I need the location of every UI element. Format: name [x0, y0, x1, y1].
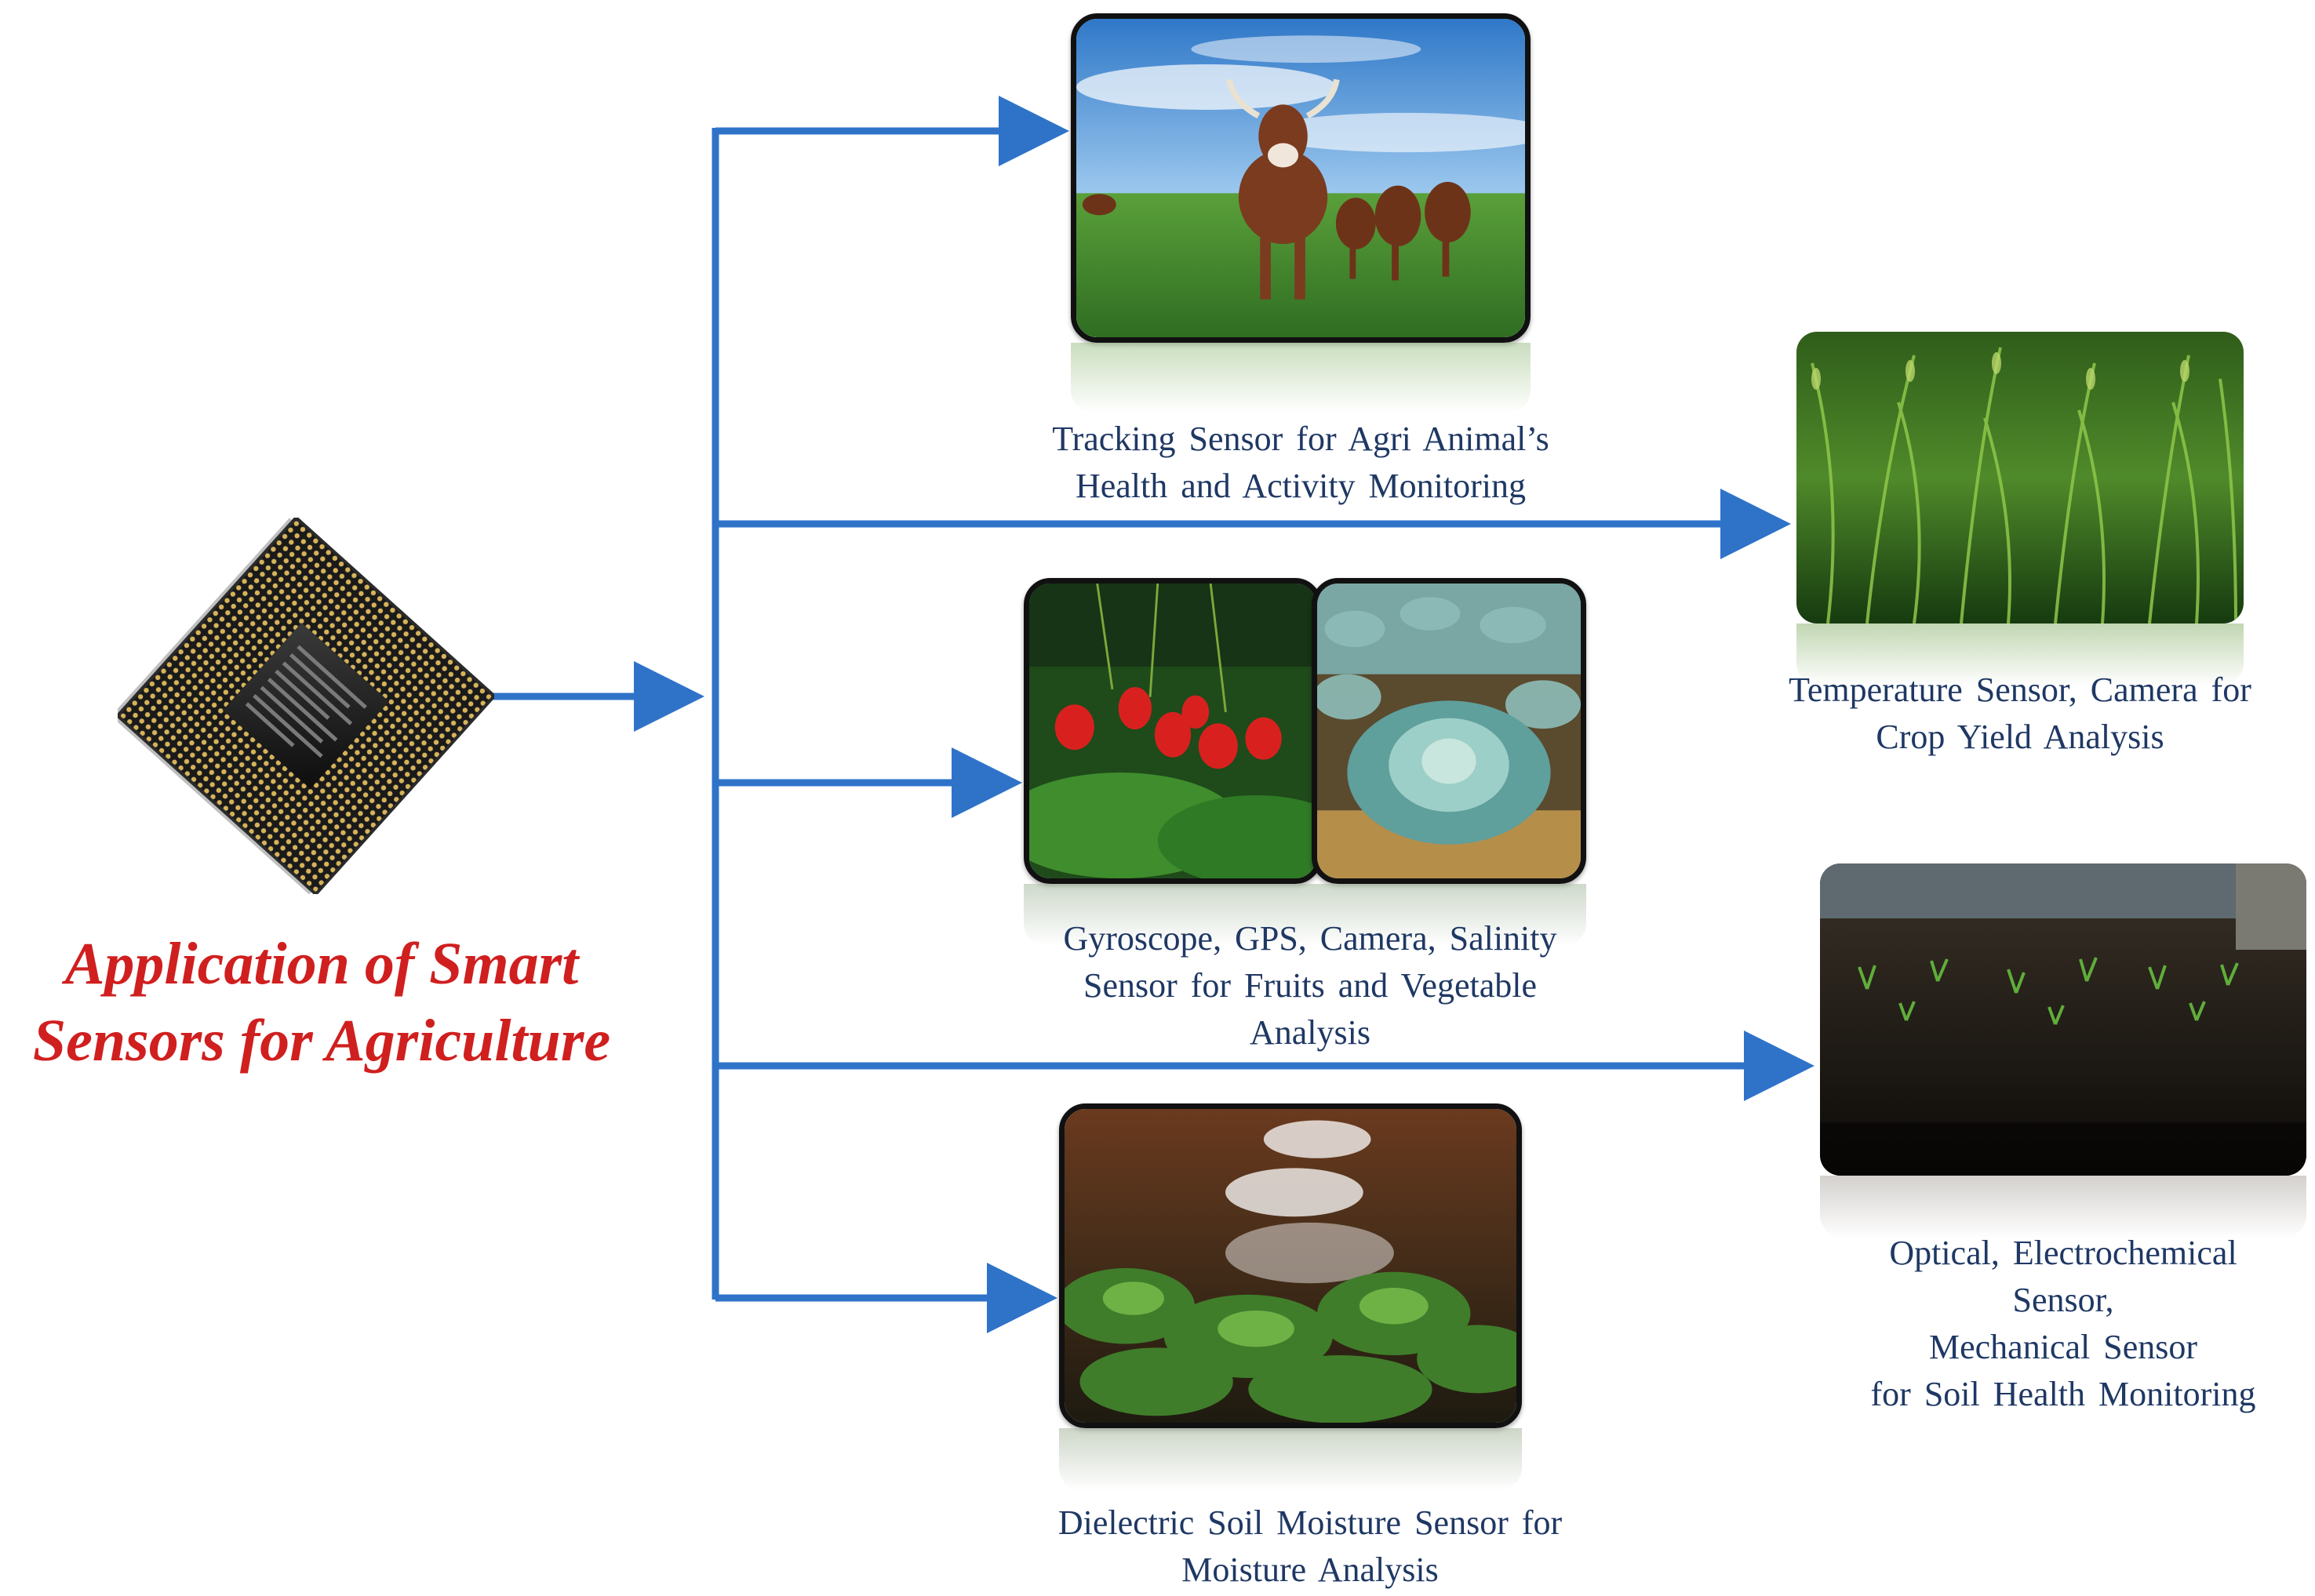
cabbage-icon	[1312, 578, 1586, 884]
caption-soil: Optical, Electrochemical Sensor, Mechani…	[1820, 1230, 2306, 1418]
caption-line: Tracking Sensor for Agri Animal’s	[1052, 420, 1549, 458]
caption-line: Analysis	[1250, 1013, 1370, 1052]
microchip-icon	[118, 518, 494, 894]
strawberry-icon	[1024, 578, 1322, 884]
seedling-soil-icon	[1820, 863, 2306, 1176]
caption-line: Health and Activity Monitoring	[1075, 467, 1527, 505]
caption-line: Sensor for Fruits and Vegetable	[1083, 966, 1537, 1005]
rice-field-icon	[1796, 332, 2244, 623]
caption-moisture: Dielectric Soil Moisture Sensor for Mois…	[1012, 1500, 1608, 1594]
title-line-2: Sensors for Agriculture	[32, 1008, 611, 1074]
caption-line: Mechanical Sensor	[1929, 1328, 2197, 1366]
caption-fruits: Gyroscope, GPS, Camera, Salinity Sensor …	[996, 915, 1624, 1056]
caption-line: Optical, Electrochemical	[1889, 1234, 2237, 1272]
caption-line: for Soil Health Monitoring	[1870, 1375, 2256, 1413]
caption-livestock: Tracking Sensor for Agri Animal’s Health…	[996, 416, 1605, 510]
title-line-1: Application of Smart	[64, 931, 579, 997]
caption-line: Gyroscope, GPS, Camera, Salinity	[1063, 919, 1557, 958]
irrigation-icon	[1059, 1103, 1522, 1428]
caption-line: Sensor,	[2012, 1281, 2114, 1319]
diagram-title: Application of Smart Sensors for Agricul…	[0, 925, 643, 1079]
caption-line: Temperature Sensor, Camera for	[1789, 671, 2251, 709]
caption-line: Crop Yield Analysis	[1876, 718, 2164, 756]
caption-line: Dielectric Soil Moisture Sensor for	[1057, 1503, 1563, 1542]
caption-crop: Temperature Sensor, Camera for Crop Yiel…	[1742, 667, 2299, 761]
caption-line: Moisture Analysis	[1181, 1551, 1439, 1589]
cow-icon	[1071, 13, 1531, 343]
